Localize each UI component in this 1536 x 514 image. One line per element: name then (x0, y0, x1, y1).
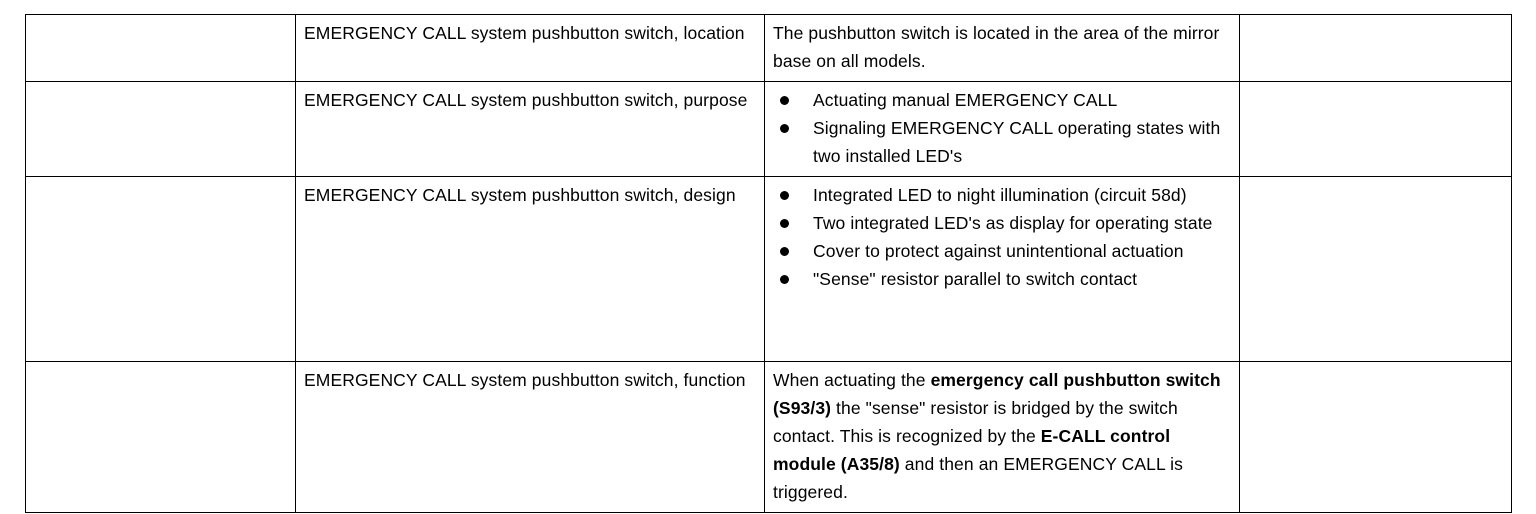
topic-text: EMERGENCY CALL system pushbutton switch,… (304, 23, 745, 43)
bullet-dot-icon (780, 219, 789, 228)
blank-right-text (1240, 362, 1511, 372)
topic-text: EMERGENCY CALL system pushbutton switch,… (304, 90, 748, 110)
cell-topic: EMERGENCY CALL system pushbutton switch,… (295, 14, 765, 82)
cell-detail: Actuating manual EMERGENCY CALL Signaling… (764, 81, 1240, 177)
bullet-item: Two integrated LED's as display for oper… (773, 209, 1233, 237)
blank-left-text (26, 177, 295, 187)
bullet-item-label: Signaling EMERGENCY CALL operating state… (813, 118, 1221, 166)
cell-topic: EMERGENCY CALL system pushbutton switch,… (295, 176, 765, 362)
table-row: EMERGENCY CALL system pushbutton switch,… (25, 361, 1512, 513)
cell-blank-left (25, 361, 296, 513)
detail-bullet-list: Actuating manual EMERGENCY CALL Signaling… (773, 86, 1233, 170)
table-row: EMERGENCY CALL system pushbutton switch,… (25, 14, 1512, 82)
bullet-item-label: Integrated LED to night illumination (ci… (813, 185, 1187, 205)
text-run: When actuating the (773, 370, 931, 390)
topic-text: EMERGENCY CALL system pushbutton switch,… (304, 185, 736, 205)
bullet-dot-icon (780, 275, 789, 284)
blank-right-text (1240, 15, 1511, 25)
bullet-item-label: Two integrated LED's as display for oper… (813, 213, 1213, 233)
text-run: the "sense" resistor is bridged by the s… (773, 398, 1178, 446)
cell-detail: Integrated LED to night illumination (ci… (764, 176, 1240, 362)
cell-blank-right (1239, 14, 1512, 82)
cell-blank-left (25, 14, 296, 82)
table-body: EMERGENCY CALL system pushbutton switch,… (25, 14, 1512, 513)
cell-blank-left (25, 81, 296, 177)
blank-right-text (1240, 177, 1511, 187)
detail-bullet-list: Integrated LED to night illumination (ci… (773, 181, 1233, 293)
cell-blank-right (1239, 81, 1512, 177)
detail-rich-paragraph: When actuating the emergency call pushbu… (765, 362, 1239, 512)
bullet-item: "Sense" resistor parallel to switch cont… (773, 265, 1233, 293)
detail-paragraph: The pushbutton switch is located in the … (773, 23, 1220, 71)
blank-right-text (1240, 82, 1511, 92)
bullet-dot-icon (780, 96, 789, 105)
bullet-item: Actuating manual EMERGENCY CALL (773, 86, 1233, 114)
table-row: EMERGENCY CALL system pushbutton switch,… (25, 81, 1512, 177)
bullet-item-label: "Sense" resistor parallel to switch cont… (813, 269, 1138, 289)
blank-left-text (26, 82, 295, 92)
bullet-dot-icon (780, 124, 789, 133)
blank-left-text (26, 362, 295, 372)
bullet-dot-icon (780, 191, 789, 200)
bullet-dot-icon (780, 247, 789, 256)
topic-text: EMERGENCY CALL system pushbutton switch,… (304, 370, 746, 390)
emphasis-run: emergency call pushbutton switch (S93/3) (773, 370, 1221, 418)
cell-detail: When actuating the emergency call pushbu… (764, 361, 1240, 513)
text-run: and then an EMERGENCY CALL is triggered. (773, 454, 1183, 502)
specification-table: EMERGENCY CALL system pushbutton switch,… (25, 14, 1512, 513)
cell-detail: The pushbutton switch is located in the … (764, 14, 1240, 82)
bullet-item: Signaling EMERGENCY CALL operating state… (773, 114, 1233, 170)
cell-topic: EMERGENCY CALL system pushbutton switch,… (295, 81, 765, 177)
cell-blank-left (25, 176, 296, 362)
table-row: EMERGENCY CALL system pushbutton switch,… (25, 176, 1512, 362)
bullet-item-label: Cover to protect against unintentional a… (813, 241, 1184, 261)
bullet-item: Cover to protect against unintentional a… (773, 237, 1233, 265)
bullet-item: Integrated LED to night illumination (ci… (773, 181, 1233, 209)
bullet-item-label: Actuating manual EMERGENCY CALL (813, 90, 1118, 110)
cell-topic: EMERGENCY CALL system pushbutton switch,… (295, 361, 765, 513)
blank-left-text (26, 15, 295, 25)
cell-blank-right (1239, 361, 1512, 513)
cell-blank-right (1239, 176, 1512, 362)
emphasis-run: E-CALL control module (A35/8) (773, 426, 1171, 474)
